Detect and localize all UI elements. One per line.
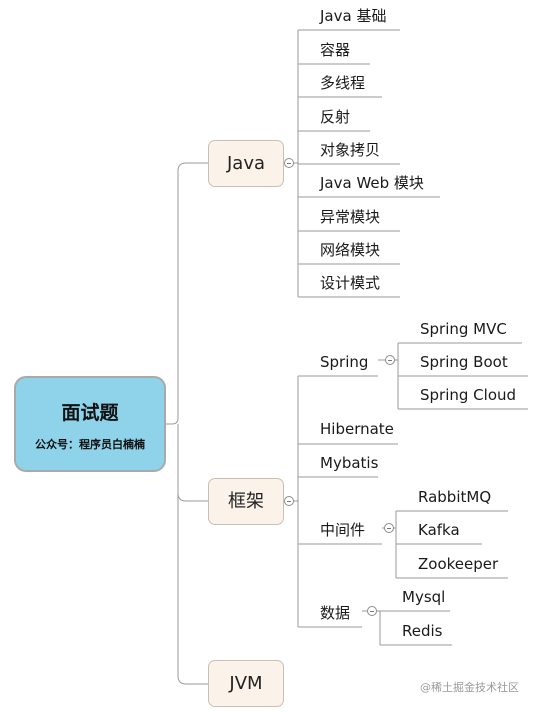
connector-root-java — [166, 162, 208, 425]
branch-label-jvm: JVM — [229, 673, 263, 694]
framework-topic-hibernate[interactable]: Hibernate — [320, 420, 394, 438]
spring-topic[interactable]: Spring MVC — [420, 320, 507, 338]
watermark: @稀土掘金技术社区 — [420, 681, 519, 694]
root-title: 面试题 — [61, 402, 119, 424]
java-topic[interactable]: 多线程 — [320, 74, 366, 92]
spring-topic[interactable]: Spring Boot — [420, 353, 508, 371]
java-topic[interactable]: Java 基础 — [320, 7, 387, 25]
root-subtitle: 公众号：程序员白楠楠 — [35, 438, 145, 451]
collapse-framework-toggle[interactable] — [284, 496, 294, 506]
data-topic[interactable]: Mysql — [402, 588, 446, 606]
java-topic[interactable]: 网络模块 — [320, 241, 381, 259]
framework-topic-mybatis[interactable]: Mybatis — [320, 454, 379, 472]
java-topic[interactable]: 反射 — [320, 108, 351, 126]
framework-topic-spring[interactable]: Spring — [320, 353, 369, 371]
data-topic[interactable]: Redis — [402, 622, 443, 640]
middleware-topic[interactable]: Kafka — [418, 521, 460, 539]
branch-label-java: Java — [226, 153, 266, 174]
middleware-topic[interactable]: Zookeeper — [418, 555, 499, 573]
framework-topic-middleware[interactable]: 中间件 — [320, 521, 366, 539]
collapse-java-toggle[interactable] — [284, 158, 294, 168]
framework-topic-data[interactable]: 数据 — [320, 604, 351, 622]
java-topic[interactable]: 容器 — [320, 41, 351, 59]
root-node[interactable]: 面试题 公众号：程序员白楠楠 — [14, 376, 166, 472]
java-topic[interactable]: 对象拷贝 — [320, 141, 381, 159]
java-topic[interactable]: Java Web 模块 — [320, 174, 424, 192]
connector-root-jvm — [177, 493, 208, 685]
collapse-spring-toggle[interactable] — [385, 355, 395, 365]
branch-node-jvm[interactable]: JVM — [208, 660, 284, 707]
branch-label-framework: 框架 — [228, 491, 264, 512]
collapse-middleware-toggle[interactable] — [384, 523, 394, 533]
branch-node-framework[interactable]: 框架 — [208, 478, 284, 525]
java-topic[interactable]: 异常模块 — [320, 208, 381, 226]
collapse-data-toggle[interactable] — [367, 606, 377, 616]
branch-node-java[interactable]: Java — [208, 140, 284, 187]
middleware-topic[interactable]: RabbitMQ — [418, 488, 492, 506]
spring-topic[interactable]: Spring Cloud — [420, 386, 517, 404]
connector-root-framework — [177, 424, 208, 502]
java-topic[interactable]: 设计模式 — [320, 274, 381, 292]
